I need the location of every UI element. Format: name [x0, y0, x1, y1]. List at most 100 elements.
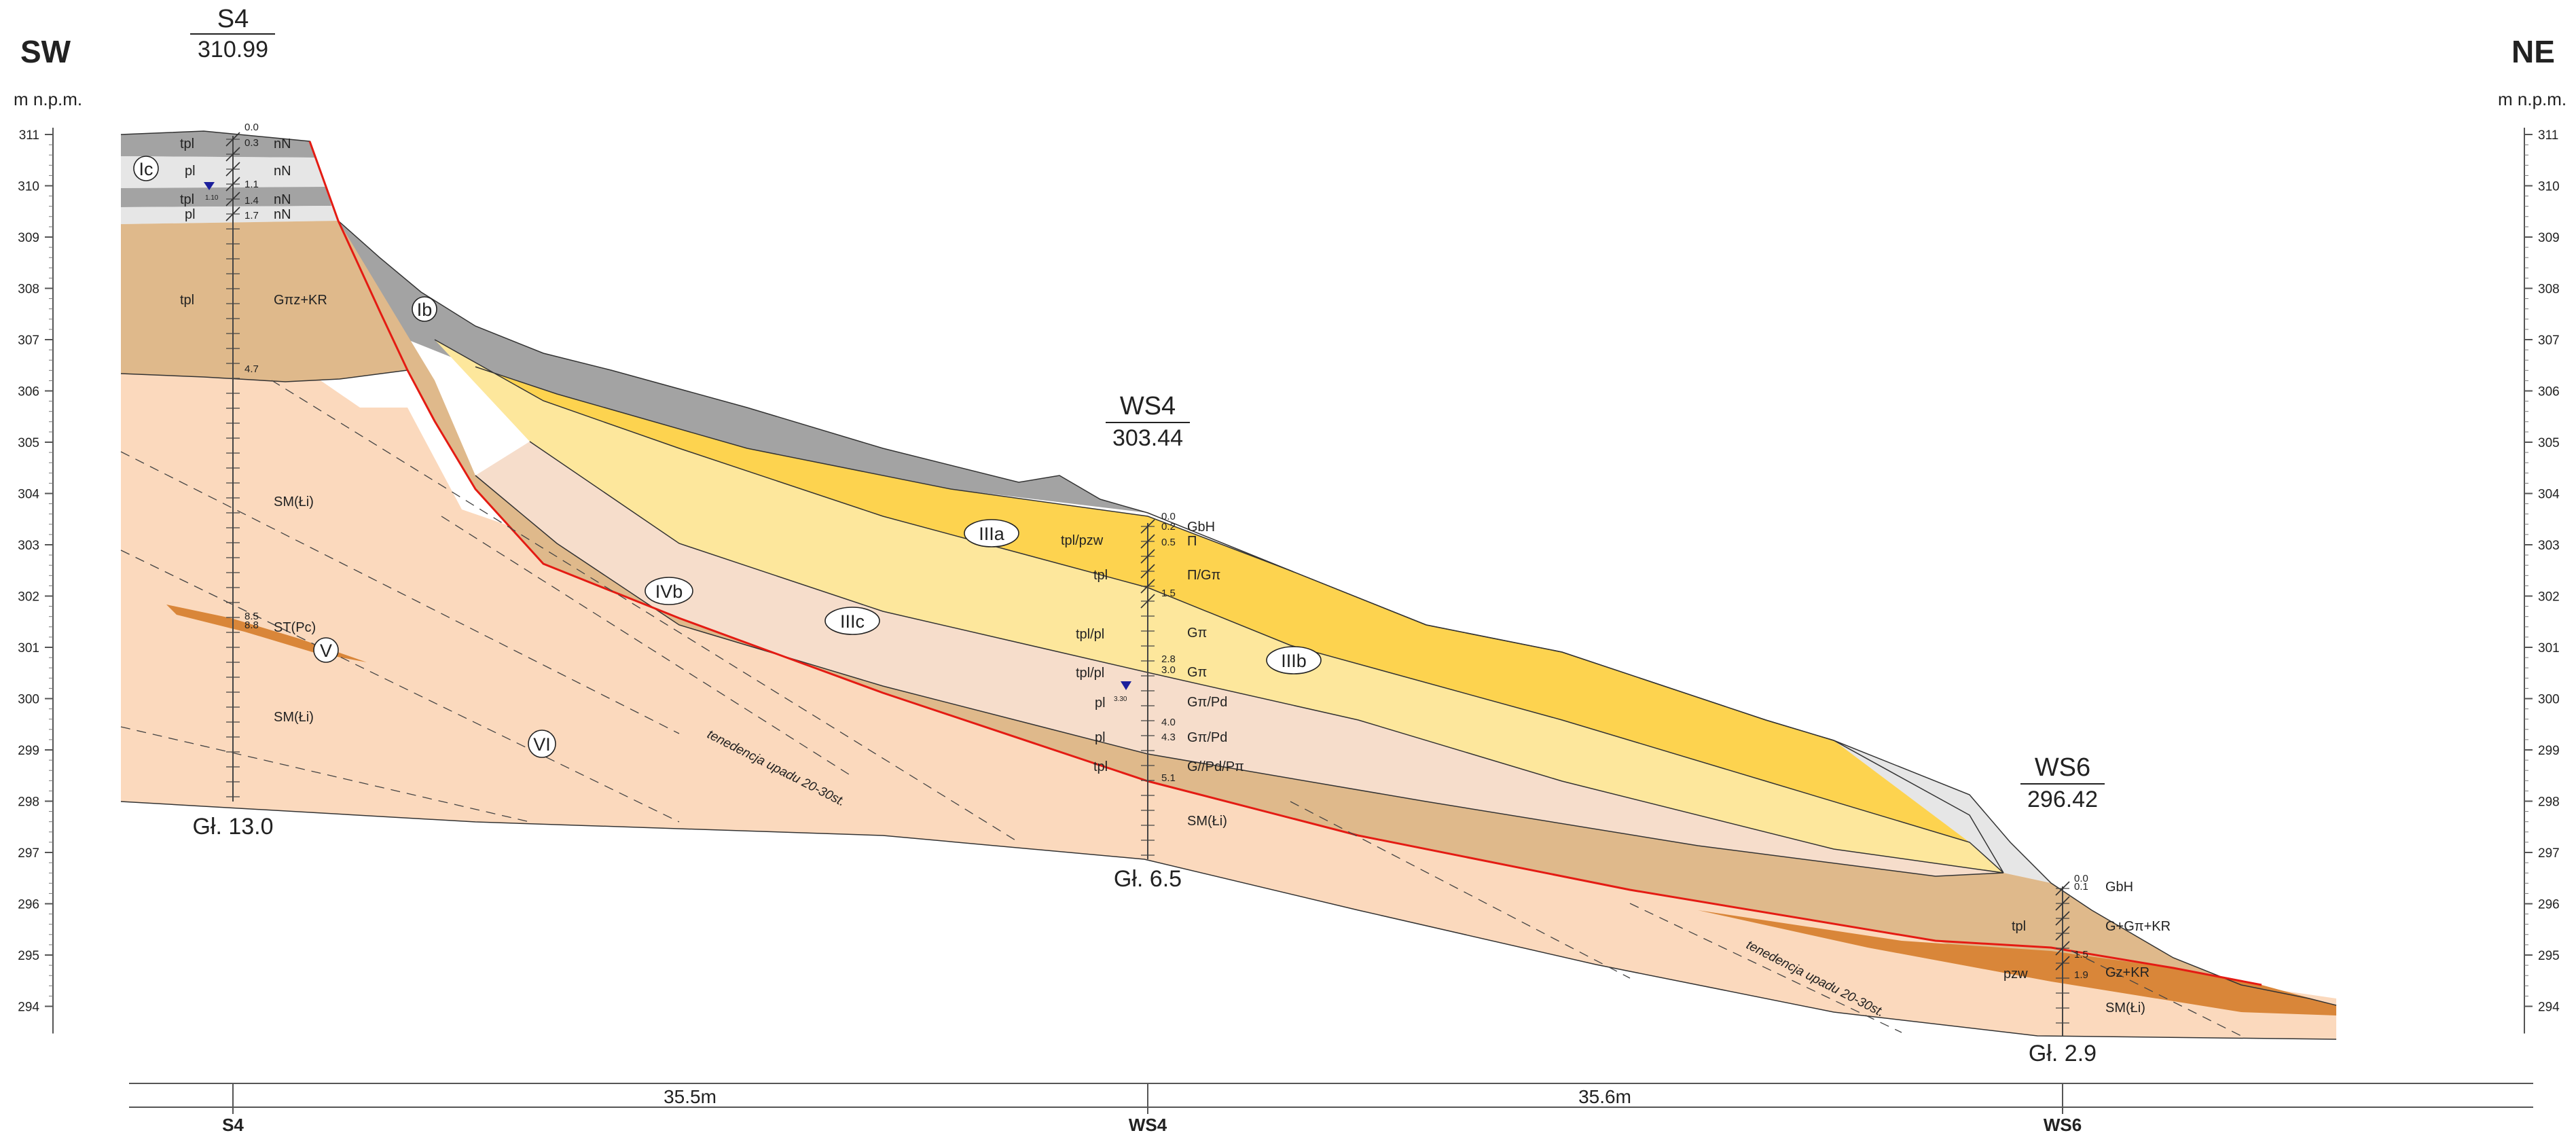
- layer-boundaries: [120, 130, 2337, 1040]
- depth-label: 4.3: [1161, 732, 1176, 743]
- dip-line: [120, 550, 680, 823]
- axis-tick-label: 300: [18, 693, 39, 707]
- axis-tick-label: 305: [2538, 436, 2560, 450]
- borehole-ws4-hatch: [1140, 519, 1155, 856]
- depth-label: 8.8: [244, 619, 259, 631]
- axis-tick-label: 295: [2538, 949, 2560, 963]
- distance-ws4-ws6: 35.6m: [1578, 1086, 1631, 1107]
- lithology-label: tpl: [180, 137, 194, 151]
- layer-label-iiia-marker: [964, 519, 1019, 547]
- layer-ic: [121, 156, 326, 188]
- soil-label: G//Pd/Pπ: [1187, 759, 1244, 774]
- borehole-fill-mark: [225, 132, 240, 147]
- water-level-icon: [1121, 681, 1131, 690]
- borehole-ws6-elevation: 296.42: [2027, 787, 2098, 812]
- layer-label-vi-marker: [528, 730, 556, 758]
- soil-label: nN: [274, 192, 291, 207]
- lithology-label: tpl: [180, 293, 194, 308]
- borehole-fill-mark: [225, 162, 240, 177]
- layer-v-right: [1698, 910, 2336, 1015]
- borehole-fill-mark: [2055, 956, 2070, 971]
- layer-ivb-left: [121, 221, 407, 382]
- scale-label-ws6: WS6: [2044, 1115, 2082, 1133]
- axis-tick-label: 295: [18, 949, 39, 963]
- axis-tick-label: 299: [2538, 744, 2560, 758]
- boundary-iiib: [434, 339, 2004, 874]
- layer-label-v: V: [320, 641, 332, 661]
- soil-label: nN: [274, 164, 291, 179]
- borehole-fill-mark: [1140, 564, 1155, 579]
- scale-label-ws4: WS4: [1129, 1115, 1167, 1133]
- lithology-label: tpl: [180, 192, 194, 207]
- borehole-s4-elevation: 310.99: [198, 37, 268, 62]
- borehole-ws4-total-depth: Gł. 6.5: [1114, 866, 1182, 892]
- depth-label: 1.9: [2074, 969, 2088, 981]
- borehole-s4: S4 310.99 0.0 0.3 1.1 1.4 1.7 4.7 8.5 8.…: [180, 5, 327, 840]
- borehole-fill-mark: [1140, 579, 1155, 594]
- soil-label: Gπ/Pd: [1187, 695, 1227, 710]
- lithology-label: tpl/pzw: [1061, 533, 1104, 548]
- layer-label-iiib-marker: [1266, 646, 1322, 675]
- soil-label: nN: [274, 207, 291, 222]
- borehole-fill-mark: [2055, 911, 2070, 926]
- boundary-tan-s4: [120, 370, 408, 382]
- thrust-line: [308, 141, 2262, 986]
- axis-tick-label: 311: [19, 128, 39, 143]
- unit-label-left: m n.p.m.: [14, 89, 82, 109]
- lithology-label: pl: [185, 207, 196, 222]
- axis-tick-label: 301: [18, 641, 39, 655]
- depth-label: 1.7: [244, 210, 259, 221]
- axis-tick-label: 294: [18, 1001, 39, 1015]
- axis-tick-label: 311: [2538, 128, 2558, 143]
- boundary-topography: [120, 130, 2337, 1006]
- soil-label: GbH: [2105, 880, 2133, 895]
- depth-label: 1.1: [244, 179, 259, 190]
- soil-label: Π/Gπ: [1187, 568, 1220, 583]
- layer-ws6-tan: [1936, 873, 2336, 1005]
- layer-ib: [338, 221, 1148, 513]
- water-level-value: 3.30: [1114, 696, 1127, 703]
- borehole-fill-mark: [1140, 549, 1155, 564]
- dip-line: [1629, 903, 1902, 1033]
- layer-label-iiic-marker: [824, 607, 880, 635]
- borehole-s4-name: S4: [217, 5, 249, 33]
- depth-label: 1.5: [2074, 949, 2088, 960]
- borehole-ws6-total-depth: Gł. 2.9: [2029, 1041, 2097, 1066]
- soil-label: nN: [274, 137, 291, 151]
- borehole-fill-mark: [2055, 896, 2070, 911]
- depth-label: 0.3: [244, 137, 259, 149]
- layer-label-vi: VI: [533, 734, 551, 755]
- layer-ic-lower: [121, 187, 331, 207]
- lithology-label: tpl/pl: [1076, 627, 1104, 642]
- borehole-ws4-name: WS4: [1120, 392, 1176, 420]
- borehole-fill-mark: [2055, 881, 2070, 896]
- borehole-fill-mark: [225, 206, 240, 221]
- layer-label-ic-marker: [133, 156, 159, 181]
- depth-label: 4.0: [1161, 717, 1176, 728]
- layer-label-v-marker: [313, 637, 339, 663]
- axis-tick-label: 297: [2538, 846, 2560, 861]
- soil-label: Gz+KR: [2105, 965, 2149, 980]
- direction-right: NE: [2511, 34, 2555, 69]
- soil-label: SM(Łi): [1187, 814, 1227, 829]
- depth-label: 3.0: [1161, 664, 1176, 676]
- elevation-axis-left: 3113103093083073063053043033023013002992…: [18, 128, 54, 1034]
- soil-label: Π: [1187, 534, 1197, 549]
- soil-label: ST(Pc): [274, 620, 316, 635]
- lithology-label: tpl/pl: [1076, 666, 1104, 681]
- axis-tick-label: 298: [18, 795, 39, 810]
- borehole-ws6-name: WS6: [2035, 753, 2090, 782]
- direction-left: SW: [20, 34, 71, 69]
- soil-label: Gπz+KR: [274, 293, 327, 308]
- axis-tick-label: 309: [18, 231, 39, 245]
- depth-label: 0.5: [1161, 537, 1176, 548]
- axis-tick-label: 307: [18, 334, 39, 348]
- strata: [121, 131, 2336, 1039]
- depth-label: 8.5: [244, 611, 259, 622]
- lithology-label: tpl: [2012, 919, 2026, 934]
- axis-tick-label: 310: [18, 180, 39, 194]
- soil-label: Gπ/Pd: [1187, 730, 1227, 745]
- axis-tick-label: 308: [18, 283, 39, 297]
- axis-tick-label: 298: [2538, 795, 2560, 810]
